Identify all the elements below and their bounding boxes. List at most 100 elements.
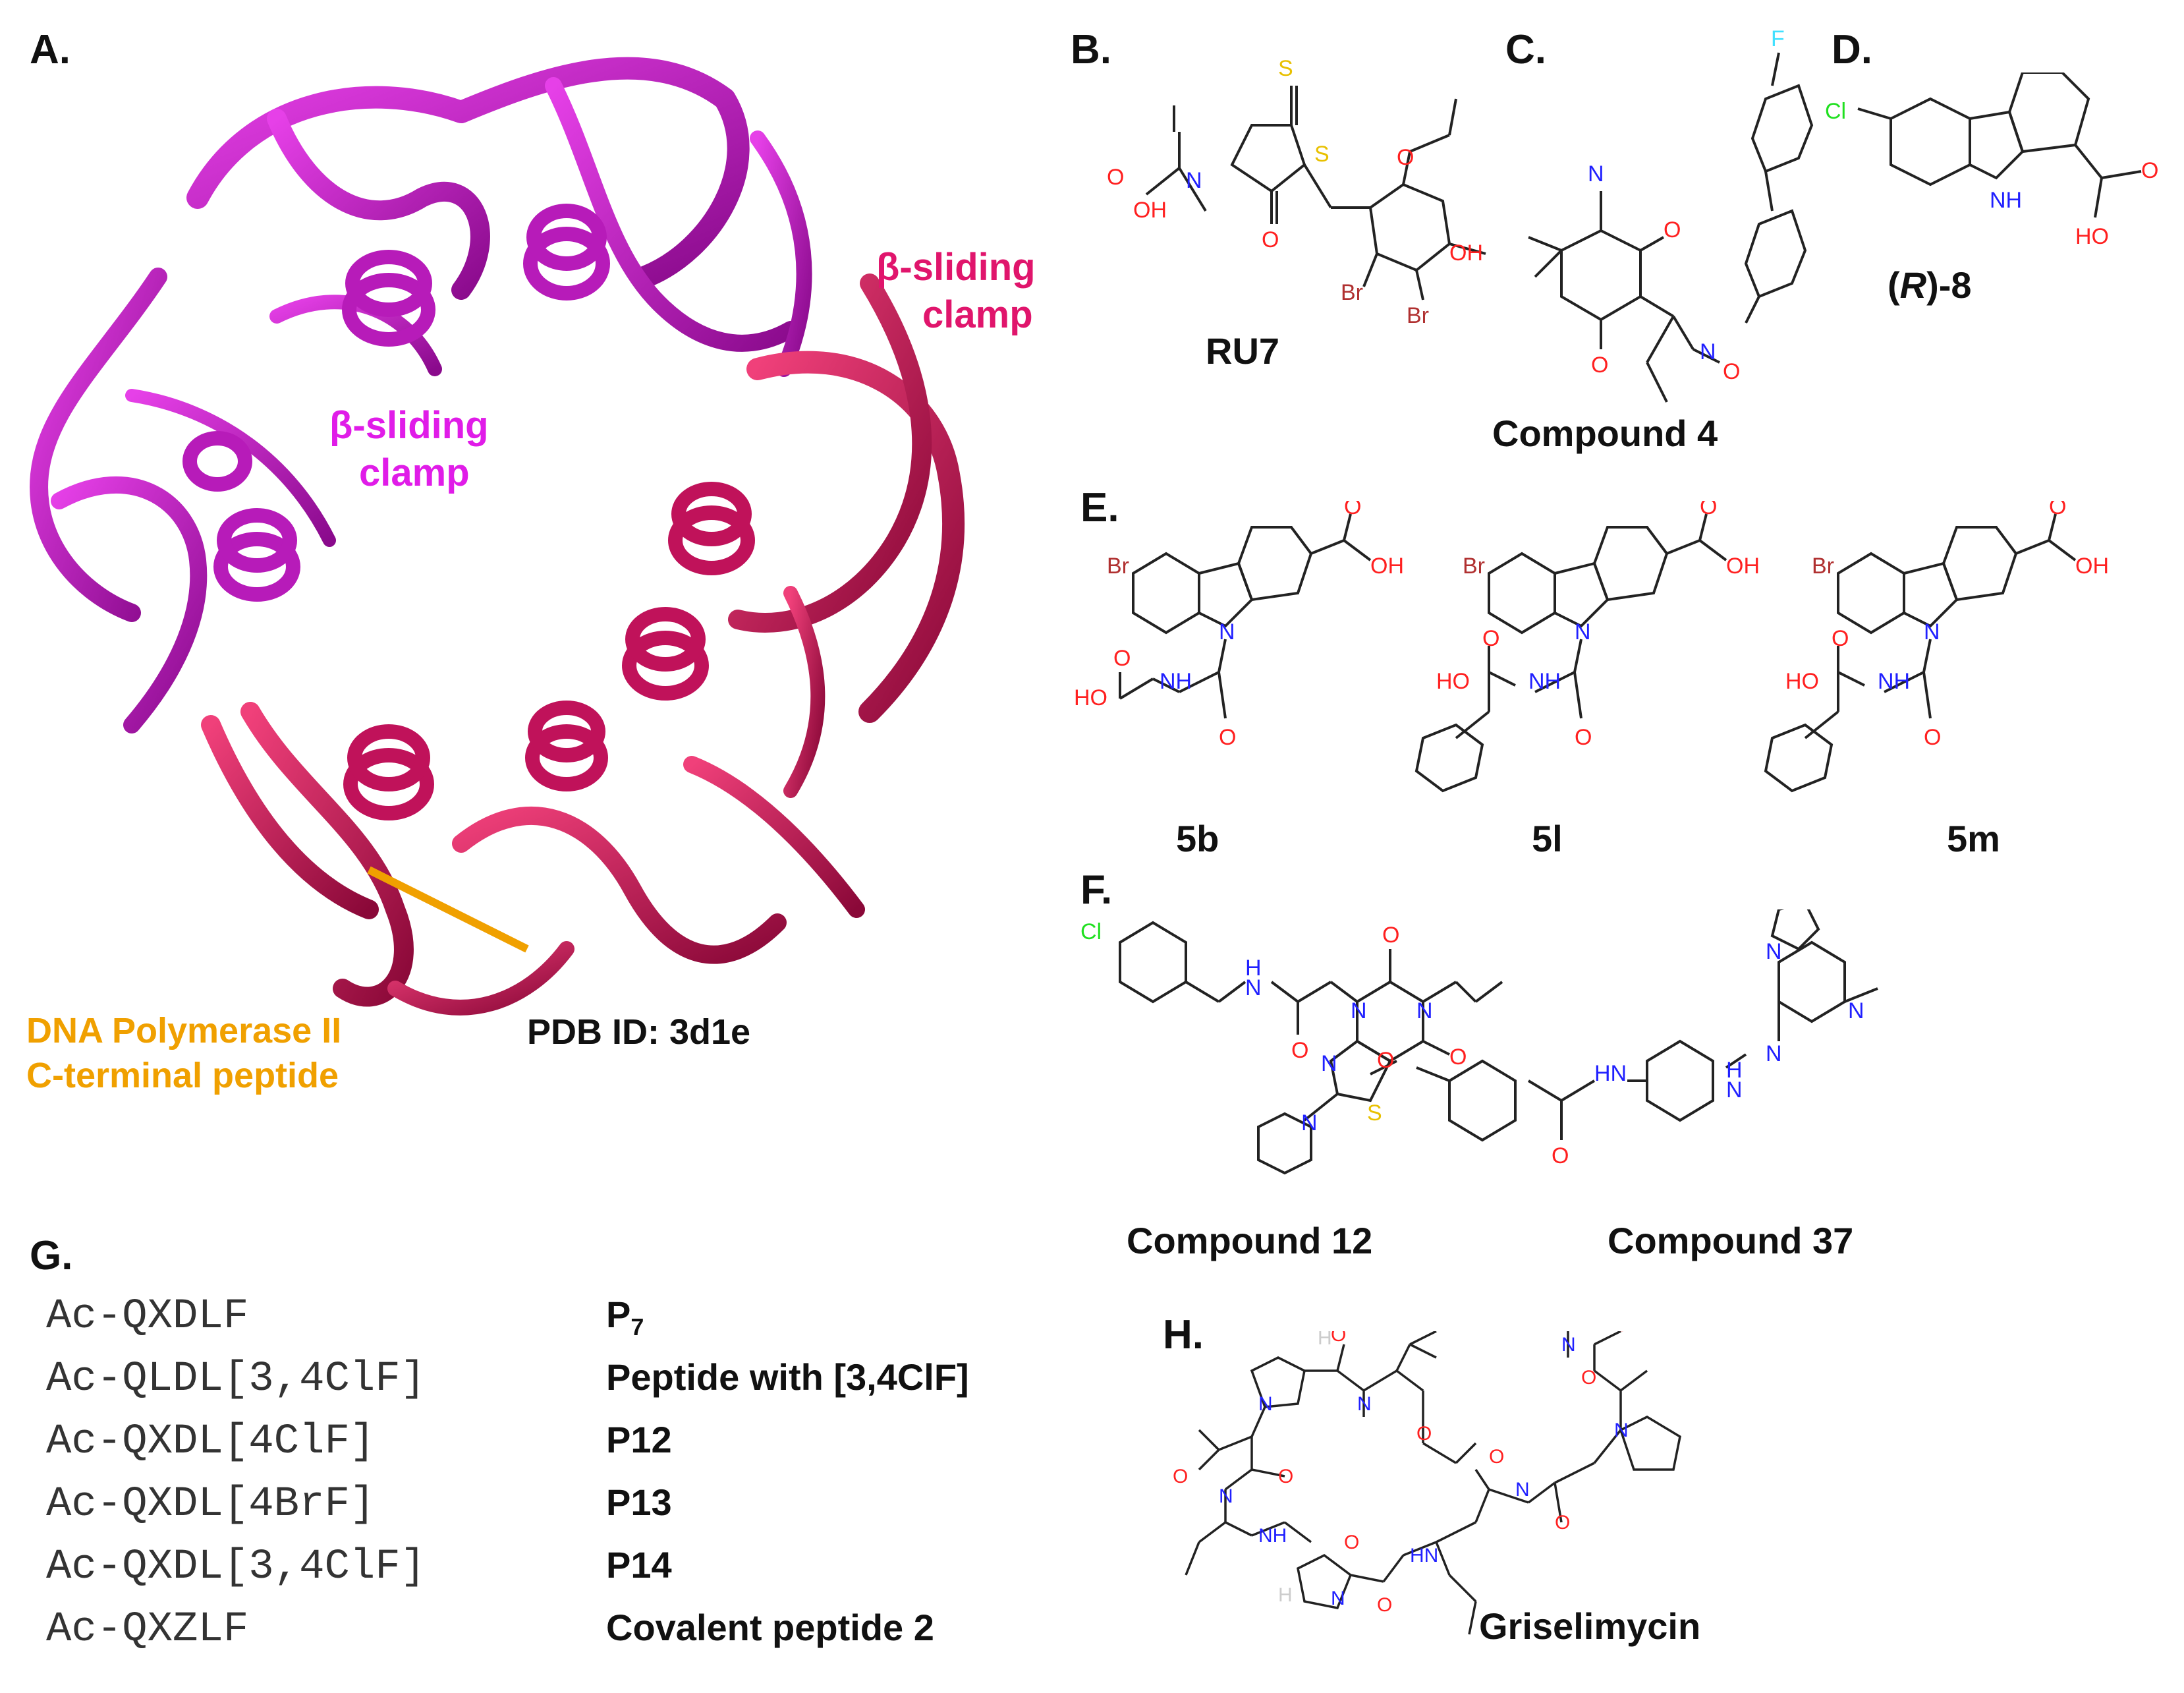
atom-oh: OH [1133,198,1167,223]
svg-text:O: O [1924,725,1941,750]
structures-panel-e: Br Br Br N N N O O O OH OH OH NH NH NH O… [1074,501,2109,793]
structure-ru7: S S N O OH O O OH Br Br [1107,56,1486,328]
atom-br: Br [1407,303,1429,328]
svg-text:NH: NH [1160,669,1192,694]
svg-text:O: O [1377,1594,1392,1616]
svg-text:O: O [1291,1038,1308,1063]
svg-text:HO: HO [1785,669,1819,694]
svg-text:O: O [1449,1045,1467,1070]
label-5l: 5l [1532,818,1563,859]
svg-text:N: N [1588,161,1604,187]
svg-text:O: O [1416,1423,1432,1445]
label-compound-12: Compound 12 [1127,1220,1373,1261]
protein-ribbon-structure [30,57,965,1016]
peptide-sequence: Ac-QXDL[4ClF] [46,1418,376,1466]
svg-text:N: N [1766,1041,1782,1066]
svg-text:H: H [1245,956,1262,981]
svg-text:S: S [1367,1101,1382,1126]
svg-text:N: N [1575,619,1591,645]
svg-text:OH: OH [1726,554,1760,579]
peptide-sequence: Ac-QXDLF [46,1293,249,1340]
svg-text:O: O [1555,1512,1570,1534]
svg-text:N: N [1614,1420,1629,1441]
svg-text:OH: OH [1370,554,1404,579]
panel-letter-h: H. [1163,1312,1204,1358]
svg-text:N: N [1357,1393,1372,1415]
svg-text:O: O [1278,1466,1293,1487]
svg-text:Cl: Cl [1080,919,1102,944]
svg-text:O: O [1581,1367,1596,1389]
svg-text:O: O [1614,1331,1629,1336]
beta-clamp-magenta [30,57,812,733]
atom-o: O [1397,145,1414,170]
svg-text:N: N [1331,1588,1345,1609]
svg-text:O: O [2049,501,2066,519]
peptide-name: P7 [606,1294,644,1341]
atom-oh: OH [1449,241,1483,266]
panel-letter-e: E. [1080,485,1119,531]
svg-text:O: O [1113,646,1131,671]
svg-text:O: O [1723,359,1740,384]
svg-text:O: O [1664,217,1681,243]
structure-compound-4: N O O N O F [1528,26,1814,403]
peptide-sequence: Ac-QXZLF [46,1606,249,1653]
panel-letter-c: C. [1505,27,1546,72]
dna-polymerase-peptide [367,866,529,953]
label-griselimycin: Griselimycin [1479,1605,1701,1647]
svg-text:O: O [1700,501,1717,519]
panel-letter-d: D. [1832,27,1872,72]
atom-n: N [1186,168,1202,193]
svg-text:O: O [1575,725,1592,750]
svg-text:HO: HO [1074,685,1107,710]
atom-s: S [1278,56,1293,81]
svg-text:N: N [1258,1393,1273,1415]
svg-text:Br: Br [1107,554,1129,579]
svg-text:N: N [1766,939,1782,964]
svg-text:HO: HO [1436,669,1470,694]
svg-text:NH: NH [1878,669,1910,694]
svg-text:O: O [2141,158,2158,183]
svg-text:N: N [1700,339,1716,364]
beta-clamp-crimson [201,273,965,1016]
svg-text:F: F [1771,26,1785,51]
atom-s: S [1314,142,1330,167]
svg-text:O: O [1173,1466,1188,1487]
svg-text:HO: HO [2075,224,2109,249]
svg-text:Cl: Cl [1825,99,1846,124]
peptide-name: P13 [606,1481,672,1523]
svg-text:N: N [1726,1077,1743,1103]
svg-text:NH: NH [1258,1525,1287,1547]
panel-letter-g: G. [30,1233,73,1278]
svg-text:O: O [1377,1048,1394,1073]
peptide-sequence: Ac-QXDL[3,4ClF] [46,1543,426,1591]
svg-text:N: N [1515,1479,1530,1501]
label-compound-4: Compound 4 [1492,413,1718,454]
svg-text:O: O [1482,626,1499,651]
svg-text:N: N [1416,998,1433,1023]
pdb-id-label: PDB ID: 3d1e [527,1012,751,1052]
svg-text:NH: NH [1990,188,2022,213]
peptide-name: Peptide with [3,4ClF] [606,1356,969,1398]
svg-text:N: N [1219,619,1235,645]
svg-text:O: O [1344,501,1361,519]
svg-text:O: O [1219,725,1236,750]
svg-text:NH: NH [1528,669,1561,694]
label-compound-37: Compound 37 [1608,1220,1854,1261]
svg-text:O: O [1331,1331,1346,1346]
svg-text:O: O [1591,353,1608,378]
peptide-name: P14 [606,1544,672,1586]
svg-text:N: N [1848,998,1864,1023]
svg-text:N: N [1561,1334,1576,1356]
svg-text:H: H [1318,1331,1332,1349]
svg-text:OH: OH [2075,554,2109,579]
svg-text:O: O [1382,923,1399,948]
svg-text:N: N [1321,1051,1337,1076]
svg-text:O: O [1832,626,1849,651]
svg-text:O: O [1552,1143,1569,1168]
svg-text:N: N [1924,619,1940,645]
svg-text:HN: HN [1410,1545,1438,1566]
svg-text:O: O [1344,1532,1359,1553]
